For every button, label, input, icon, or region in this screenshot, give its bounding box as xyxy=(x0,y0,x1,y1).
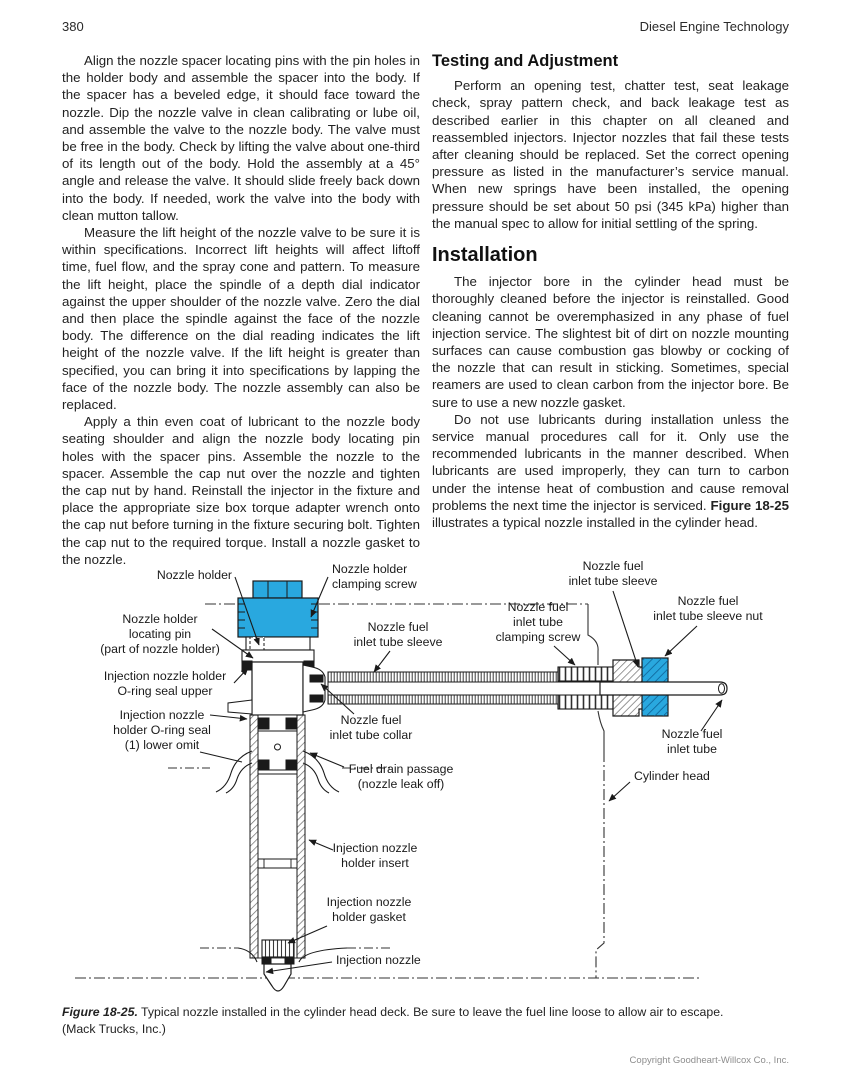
insert-line-2 xyxy=(258,769,297,775)
label-cylinder-head: Cylinder head xyxy=(634,769,710,783)
head-step-upper xyxy=(587,604,599,665)
insert-seal-1-right xyxy=(285,717,297,730)
leader-locating-pin xyxy=(211,628,254,659)
insert-joint-band xyxy=(257,858,298,869)
leader-injection-nozzle xyxy=(265,961,333,975)
section-heading-installation: Installation xyxy=(432,244,538,267)
caption-credit: (Mack Trucks, Inc.) xyxy=(62,1021,166,1036)
left-tab xyxy=(227,699,253,715)
clamping-screw-hex-head xyxy=(252,580,303,599)
tube-clamping-screw-bottom xyxy=(557,694,614,710)
page-header: 380 Diesel Engine Technology xyxy=(62,19,789,34)
holder-body xyxy=(251,661,304,716)
leader-collar xyxy=(320,683,355,715)
tube-end-cap xyxy=(718,683,725,694)
leader-cylinder-head xyxy=(608,781,631,802)
label-nozzle-holder: Nozzle holder xyxy=(157,568,232,582)
insert-seal-2-right xyxy=(285,759,297,771)
copyright-notice: Copyright Goodheart-Willcox Co., Inc. xyxy=(629,1055,789,1066)
leader-oring-lower-a xyxy=(209,714,248,722)
head-line-right xyxy=(595,751,605,978)
insert-seal-2-left xyxy=(258,759,270,771)
paragraph: Do not use lubricants during installatio… xyxy=(432,411,789,531)
stem-wall-left xyxy=(249,714,259,959)
tube-sleeve-thread-top xyxy=(327,671,559,683)
leader-sleeve-right xyxy=(612,590,639,668)
paragraph-text: illustrates a typical nozzle installed i… xyxy=(432,515,758,531)
caption-line: Figure 18-25. Typical nozzle installed i… xyxy=(62,1004,799,1021)
fuel-inlet-tube-rod xyxy=(599,681,728,696)
tube-collar-bottom xyxy=(309,694,324,703)
paragraph: Apply a thin even coat of lubricant to t… xyxy=(62,414,420,567)
holder-shoulder xyxy=(241,649,315,663)
leader-gasket xyxy=(287,925,328,944)
right-column: Testing and Adjustment Perform an openin… xyxy=(432,52,789,531)
caption-text: Typical nozzle installed in the cylinder… xyxy=(137,1005,724,1019)
paragraph: Perform an opening test, chatter test, s… xyxy=(432,78,789,231)
paragraph: The injector bore in the cylinder head m… xyxy=(432,274,789,410)
paragraph-text: Do not use lubricants during installatio… xyxy=(432,411,789,513)
leader-nozzle-holder xyxy=(234,576,260,646)
leader-lines xyxy=(199,576,723,975)
leader-insert xyxy=(308,839,334,851)
leader-oring-lower-b xyxy=(199,751,243,763)
stem-inner xyxy=(257,714,298,959)
hex-facets xyxy=(267,581,288,598)
nozzle-tip xyxy=(263,963,292,992)
gasket-right xyxy=(284,956,295,965)
leader-tube-clamping-screw xyxy=(553,645,576,666)
paragraph: Align the nozzle spacer locating pins wi… xyxy=(62,53,420,223)
leader-fuel-drain xyxy=(309,752,345,768)
insert-joint-notches xyxy=(263,859,292,868)
leader-inlet-tube xyxy=(700,699,723,732)
leader-sleeve-nut xyxy=(664,625,698,657)
tube-yoke xyxy=(302,664,326,713)
gasket-left xyxy=(261,956,272,965)
leader-clamping-screw xyxy=(310,576,329,618)
tube-clamping-screw-top xyxy=(557,666,614,682)
label-injection-nozzle: Injection nozzle xyxy=(336,953,421,967)
label-fuel-drain-passage: Fuel drain passage(nozzle leak off) xyxy=(349,762,454,791)
figure-caption: Figure 18-25. Typical nozzle installed i… xyxy=(62,1004,799,1037)
insert-hole xyxy=(274,743,281,751)
left-column: Align the nozzle spacer locating pins wi… xyxy=(62,52,420,568)
leader-sleeve-left xyxy=(373,650,391,673)
fuel-inlet-tube-assembly xyxy=(327,657,728,717)
tube-collar-top xyxy=(309,674,324,683)
tube-inner xyxy=(327,681,601,696)
insert-seal-1-left xyxy=(258,717,270,730)
paragraph: Measure the lift height of the nozzle va… xyxy=(62,225,420,413)
stem-wall-right xyxy=(296,714,306,959)
leader-oring-upper xyxy=(233,667,249,684)
caption-figure-label: Figure 18-25. xyxy=(62,1005,138,1019)
head-step-lower xyxy=(597,710,605,751)
page-number: 380 xyxy=(62,19,84,34)
clamping-screw-block xyxy=(237,597,319,638)
book-title: Diesel Engine Technology xyxy=(639,19,789,34)
gasket-rib-band xyxy=(261,939,295,958)
section-heading-testing: Testing and Adjustment xyxy=(432,52,619,70)
injector-assembly xyxy=(215,580,340,992)
figure-reference: Figure 18-25 xyxy=(710,497,790,513)
left-wing xyxy=(215,750,253,794)
